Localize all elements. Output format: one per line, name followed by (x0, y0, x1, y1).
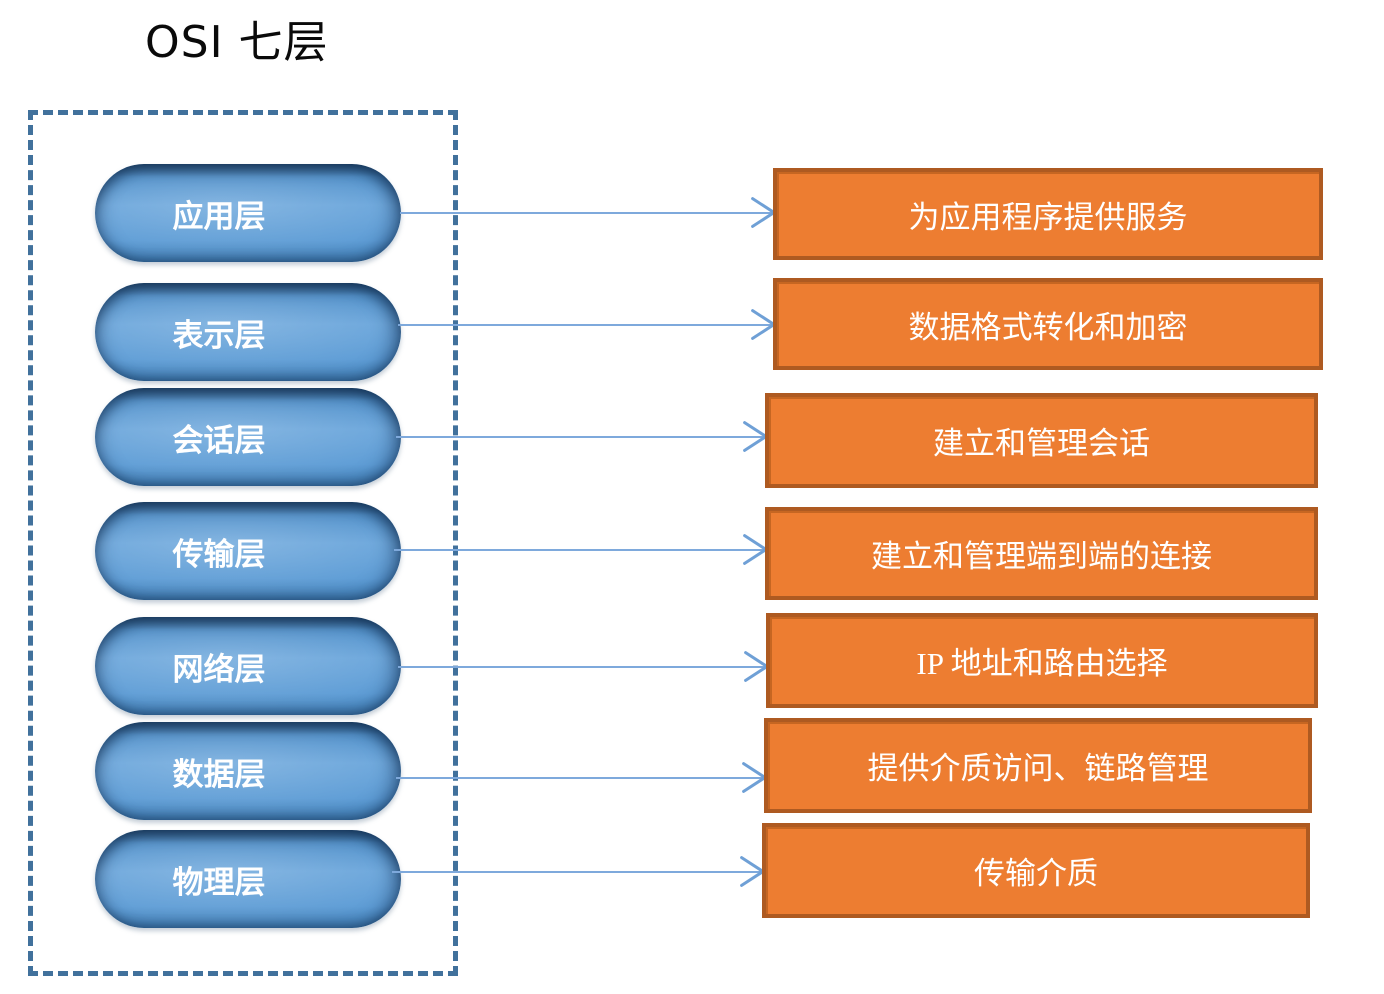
desc-label-physical: 传输介质 (974, 856, 1098, 891)
arrow-physical (392, 871, 762, 873)
arrow-application (400, 212, 773, 214)
desc-box-transport: 建立和管理端到端的连接 (765, 507, 1318, 600)
layer-label-data: 数据层 (172, 756, 266, 792)
layer-label-presentation: 表示层 (172, 317, 266, 353)
desc-box-application: 为应用程序提供服务 (773, 168, 1323, 260)
layer-pill-presentation: 表示层 (95, 283, 401, 381)
desc-label-application: 为应用程序提供服务 (908, 199, 1188, 235)
arrow-session (396, 436, 765, 438)
layer-pill-physical: 物理层 (95, 830, 401, 928)
arrow-presentation (398, 324, 773, 326)
layer-pill-network: 网络层 (95, 617, 401, 715)
layer-pill-session: 会话层 (95, 388, 401, 486)
layers-dashed-frame (28, 110, 458, 976)
layer-pill-data: 数据层 (95, 722, 401, 820)
layer-label-session: 会话层 (172, 422, 266, 458)
desc-label-network: IP 地址和路由选择 (916, 646, 1168, 681)
desc-label-transport: 建立和管理端到端的连接 (871, 539, 1212, 574)
layer-label-application: 应用层 (172, 198, 266, 234)
layer-pill-transport: 传输层 (95, 502, 401, 600)
desc-label-presentation: 数据格式转化和加密 (908, 309, 1188, 345)
desc-label-session: 建立和管理会话 (933, 426, 1150, 461)
desc-box-presentation: 数据格式转化和加密 (773, 278, 1323, 370)
desc-box-session: 建立和管理会话 (765, 393, 1318, 488)
desc-box-data: 提供介质访问、链路管理 (764, 718, 1312, 813)
diagram-title: OSI 七层 (145, 17, 329, 68)
layer-pill-application: 应用层 (95, 164, 401, 262)
arrow-data (396, 777, 764, 779)
layer-label-transport: 传输层 (172, 536, 266, 572)
desc-label-data: 提供介质访问、链路管理 (867, 751, 1209, 786)
arrow-network (398, 666, 766, 668)
arrow-transport (394, 549, 765, 551)
layer-label-network: 网络层 (172, 651, 266, 687)
layer-label-physical: 物理层 (172, 864, 266, 900)
desc-box-network: IP 地址和路由选择 (766, 613, 1318, 708)
desc-box-physical: 传输介质 (762, 823, 1310, 918)
